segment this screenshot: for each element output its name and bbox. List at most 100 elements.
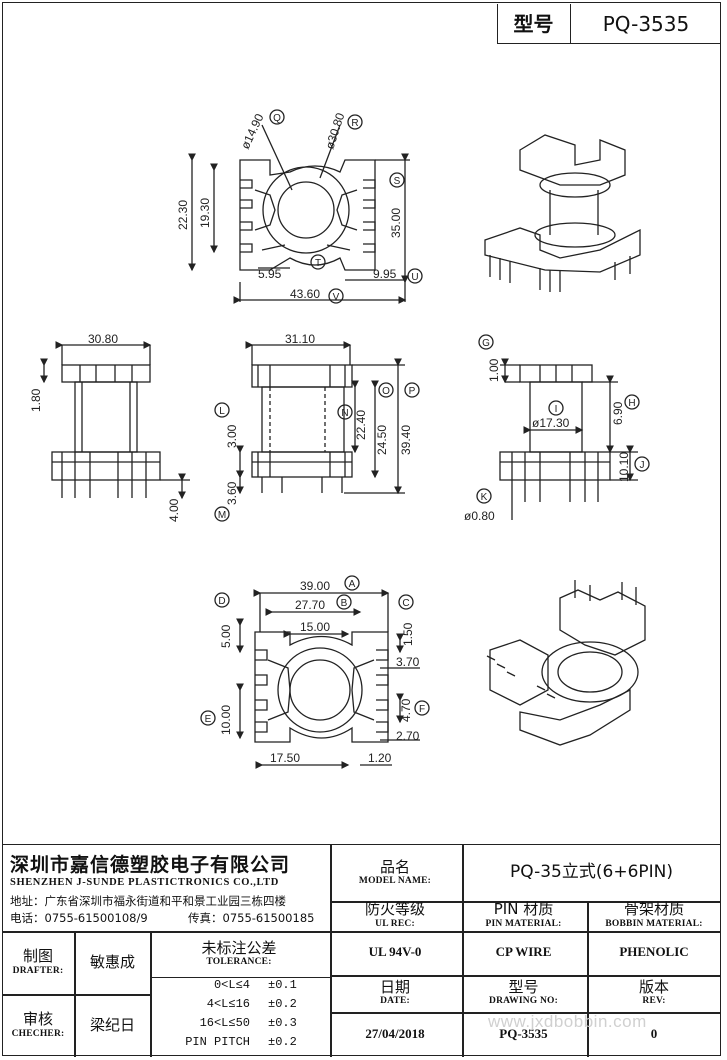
- bottom-view: [236, 589, 420, 769]
- tolerance-range: PIN PITCH: [185, 1035, 250, 1049]
- iso-view-bottom: [486, 580, 646, 746]
- tolerance-table: 0<L≤4 ±0.1 4<L≤16 ±0.2 16<L≤50 ±0.3 PIN …: [150, 978, 328, 1054]
- tag-v: V: [333, 292, 340, 303]
- dim-right-h1: 1.00: [487, 358, 501, 382]
- tag-r: R: [351, 118, 358, 129]
- tolerance-row: 0<L≤4 ±0.1: [150, 978, 328, 997]
- dim-bottom-w2: 27.70: [295, 598, 325, 612]
- date-en: DATE:: [380, 996, 410, 1007]
- ul-value: UL 94V-0: [368, 944, 422, 960]
- title-block: [2, 844, 721, 1057]
- bobbin-material-value: PHENOLIC: [619, 944, 689, 960]
- tag-f: F: [419, 704, 425, 715]
- tolerance-row: 4<L≤16 ±0.2: [150, 997, 328, 1016]
- drafter-value: 敏惠成: [89, 952, 135, 971]
- dim-mid-w: 31.10: [285, 332, 315, 346]
- pin-zh: PIN 材质: [493, 900, 554, 919]
- dim-top-d1: ø14.90: [238, 111, 267, 151]
- pin-material-label: PIN 材质 PIN MATERIAL:: [462, 901, 585, 930]
- checker-value: 梁纪日: [89, 1015, 135, 1034]
- tag-j: J: [640, 460, 645, 471]
- dim-mid-h3: 22.40: [354, 410, 368, 440]
- dim-left-h1: 1.80: [29, 388, 43, 412]
- rev-value: 0: [650, 1025, 658, 1041]
- model-name-value: PQ-35立式(6+6PIN): [510, 862, 673, 883]
- bobbin-material-label: 骨架材质 BOBBIN MATERIAL:: [587, 901, 721, 930]
- tag-p: P: [409, 386, 416, 397]
- dim-bottom-h5: 4.70: [399, 698, 413, 722]
- company-name-en: SHENZHEN J-SUNDE PLASTICTRONICS CO.,LTD: [10, 877, 279, 888]
- dim-left-w: 30.80: [88, 332, 118, 346]
- company-fax: 传真：0755-61500185: [188, 911, 315, 925]
- side-view-middle: [236, 341, 405, 495]
- dim-mid-h4: 24.50: [375, 425, 389, 455]
- tag-n: N: [341, 408, 348, 419]
- dim-bottom-h6: 2.70: [396, 729, 420, 743]
- dim-mid-h2: 3.60: [225, 481, 239, 505]
- tolerance-row: PIN PITCH ±0.2: [150, 1035, 328, 1054]
- side-view-left: [40, 341, 190, 500]
- drawing-no-value: PQ-3535: [499, 1025, 548, 1041]
- pin-en: PIN MATERIAL:: [485, 918, 562, 929]
- tag-c: C: [402, 598, 409, 609]
- drawing-no-zh: 型号: [508, 977, 539, 996]
- tag-s: S: [394, 176, 401, 187]
- tag-i: I: [555, 404, 558, 415]
- dim-top-h2: 19.30: [198, 198, 212, 228]
- date-value: 27/04/2018: [365, 1025, 425, 1041]
- drafter-en: DRAFTER:: [12, 965, 64, 976]
- dim-right-d: ø17.30: [532, 416, 570, 430]
- bobbin-zh: 骨架材质: [623, 900, 684, 919]
- tag-u: U: [411, 272, 418, 283]
- company-name-zh: 深圳市嘉信德塑胶电子有限公司: [10, 854, 291, 876]
- dim-top-h3: 35.00: [389, 208, 403, 238]
- tolerance-en: TOLERANCE:: [206, 957, 272, 968]
- company-phone: 电话：0755-61500108/9: [10, 911, 148, 925]
- dim-top-d2: ø30.80: [323, 111, 348, 151]
- ul-label: 防火等级 UL REC:: [330, 901, 460, 930]
- dim-left-h2: 4.00: [167, 498, 181, 522]
- dim-top-w2: 9.95: [373, 267, 397, 281]
- checker-label: 审核 CHECHER:: [2, 995, 74, 1056]
- dim-bottom-h2: 1.50: [401, 622, 415, 646]
- tag-b: B: [341, 598, 348, 609]
- model-name-label: 品名 MODEL NAME:: [330, 846, 460, 900]
- tolerance-zh: 未标注公差: [201, 938, 277, 957]
- model-name-zh: 品名: [379, 857, 410, 876]
- ul-zh: 防火等级: [364, 900, 425, 919]
- dim-bottom-h1: 5.00: [219, 624, 233, 648]
- date-zh: 日期: [379, 977, 410, 996]
- tolerance-value: ±0.2: [268, 997, 297, 1011]
- model-name-en: MODEL NAME:: [358, 876, 432, 887]
- dim-bottom-h4: 10.00: [219, 705, 233, 735]
- rev-label: 版本 REV:: [587, 975, 721, 1011]
- drafter-label: 制图 DRAFTER:: [2, 931, 74, 994]
- dim-top-w3: 43.60: [290, 287, 320, 301]
- tag-a: A: [349, 579, 356, 590]
- dim-bottom-h3: 3.70: [396, 655, 420, 669]
- iso-view-top: [484, 134, 641, 292]
- pin-material-value: CP WIRE: [495, 944, 552, 960]
- header-model-value: PQ-3535: [602, 11, 690, 36]
- dim-right-h3: 10.10: [617, 452, 631, 482]
- tag-l: L: [219, 406, 225, 417]
- dim-mid-h5: 39.40: [399, 425, 413, 455]
- rev-zh: 版本: [638, 977, 669, 996]
- drafter-zh: 制图: [22, 947, 53, 966]
- tag-q: Q: [273, 113, 281, 124]
- rev-en: REV:: [642, 996, 666, 1007]
- tag-g: G: [482, 338, 490, 349]
- top-view: [188, 124, 410, 304]
- tag-h: H: [628, 398, 635, 409]
- checker-zh: 审核: [22, 1010, 53, 1029]
- technical-drawing: ø14.90 ø30.80 22.30 19.30 35.00 5.95 9.9…: [29, 109, 650, 769]
- dim-right-d2: ø0.80: [464, 509, 495, 523]
- dim-top-w1: 5.95: [258, 267, 282, 281]
- bobbin-en: BOBBIN MATERIAL:: [605, 918, 703, 929]
- tag-e: E: [205, 714, 212, 725]
- header-model-block: [497, 4, 721, 44]
- ul-en: UL REC:: [375, 918, 415, 929]
- watermark: www.jxdbobbin.com: [488, 1012, 647, 1031]
- tag-m: M: [218, 510, 226, 521]
